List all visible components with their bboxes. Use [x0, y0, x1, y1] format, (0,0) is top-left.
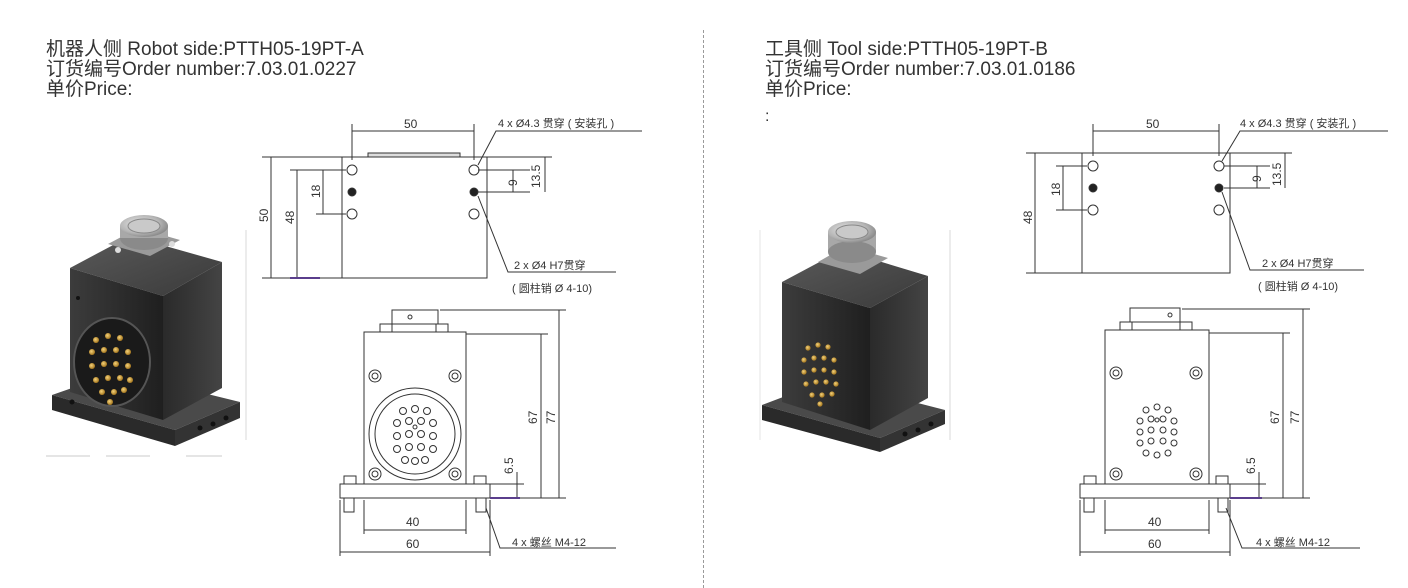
tool-callout-dowel-pin: ( 圆柱销 Ø 4-10)	[1258, 279, 1338, 293]
robot-callout-pin-holes: 2 x Ø4 H7贯穿	[514, 258, 586, 272]
robot-dim-offset-small: 9	[506, 179, 520, 186]
tool-side-top-view-drawing	[1026, 124, 1388, 274]
robot-callout-dowel-pin: ( 圆柱销 Ø 4-10)	[512, 281, 592, 295]
robot-dim-base-thickness: 6.5	[502, 457, 516, 474]
tool-side-price: 单价Price:	[765, 79, 852, 100]
robot-side-front-view-drawing	[339, 309, 616, 556]
robot-side-order-number: 订货编号Order number:7.03.01.0227	[46, 59, 357, 80]
robot-side-title: 机器人侧 Robot side:PTTH05-19PT-A	[46, 39, 364, 60]
robot-dim-height-inner: 48	[283, 210, 297, 224]
robot-dim-width: 50	[404, 117, 418, 131]
tool-side-header: 工具侧 Tool side:PTTH05-19PT-B 订货编号Order nu…	[765, 40, 1076, 100]
robot-dim-base-hole-spacing: 40	[406, 515, 420, 529]
tool-dim-base-thickness: 6.5	[1244, 457, 1258, 474]
robot-dim-front-height-outer: 77	[544, 410, 558, 424]
tool-callout-screws: 4 x 螺丝 M4-12	[1256, 536, 1330, 549]
tool-dim-offset-large: 13.5	[1270, 162, 1284, 186]
tool-side-stray-colon: :	[765, 108, 770, 125]
robot-dim-hole-spacing: 18	[309, 184, 323, 198]
robot-side-header: 机器人侧 Robot side:PTTH05-19PT-A 订货编号Order …	[46, 40, 364, 100]
tool-dim-base-hole-spacing: 40	[1148, 515, 1162, 529]
tool-dim-hole-spacing: 18	[1049, 182, 1063, 196]
robot-side-product-image	[46, 215, 247, 457]
tool-callout-pin-holes: 2 x Ø4 H7贯穿	[1262, 256, 1334, 270]
tool-side-front-view-drawing	[1079, 307, 1360, 556]
tool-dim-offset-small: 9	[1250, 175, 1264, 182]
robot-dim-front-height-inner: 67	[526, 410, 540, 424]
robot-side-top-view-drawing	[262, 124, 642, 279]
tool-side-order-number: 订货编号Order number:7.03.01.0186	[765, 59, 1076, 80]
robot-dim-offset-large: 13.5	[529, 164, 543, 188]
robot-dim-base-width: 60	[406, 537, 420, 551]
tool-dim-front-height-outer: 77	[1288, 410, 1302, 424]
tool-dim-width: 50	[1146, 117, 1160, 131]
robot-callout-mounting-holes: 4 x Ø4.3 贯穿 ( 安装孔 )	[498, 116, 614, 130]
tool-side-product-image	[759, 221, 951, 452]
robot-side-price: 单价Price:	[46, 79, 133, 100]
tool-dim-height-inner: 48	[1021, 210, 1035, 224]
tool-dim-front-height-inner: 67	[1268, 410, 1282, 424]
center-divider	[703, 30, 704, 588]
tool-dim-base-width: 60	[1148, 537, 1162, 551]
robot-callout-screws: 4 x 螺丝 M4-12	[512, 536, 586, 549]
robot-dim-height-outer: 50	[257, 208, 271, 222]
tool-side-title: 工具侧 Tool side:PTTH05-19PT-B	[765, 39, 1048, 60]
tool-callout-mounting-holes: 4 x Ø4.3 贯穿 ( 安装孔 )	[1240, 116, 1356, 130]
